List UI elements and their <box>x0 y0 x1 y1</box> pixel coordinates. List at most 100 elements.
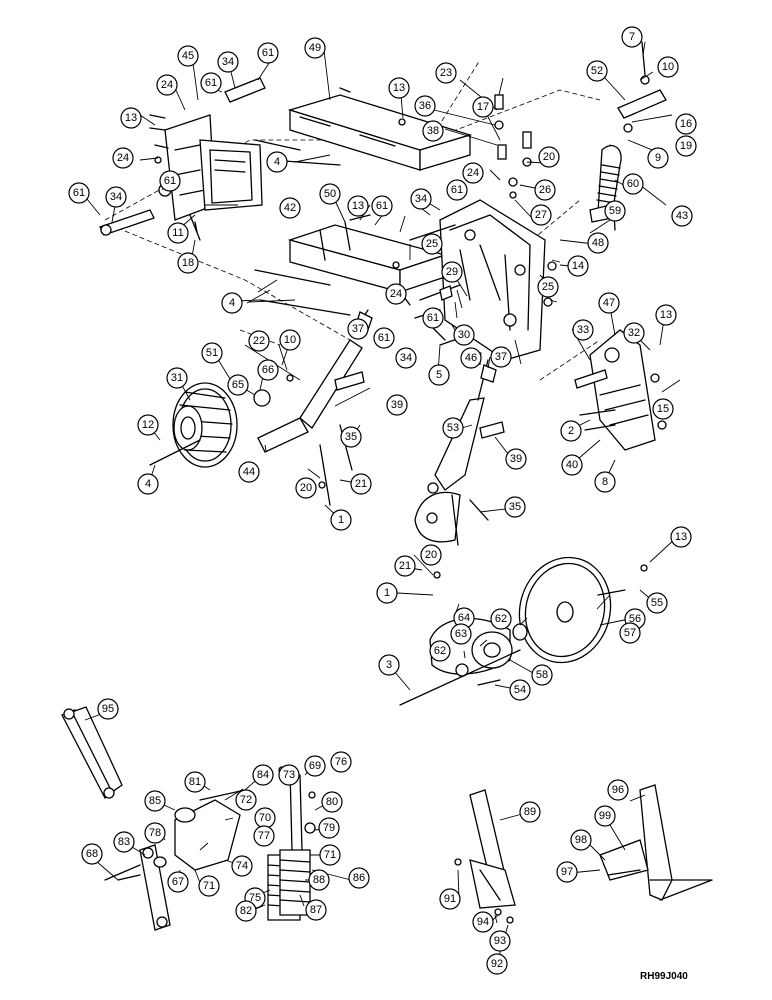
callout-circle <box>429 640 451 662</box>
callout-number: 72 <box>240 794 252 806</box>
callout-number: 84 <box>257 769 269 781</box>
callout-number: 16 <box>680 118 692 130</box>
callout-68: 68 <box>81 843 103 865</box>
callout-number: 37 <box>495 351 507 363</box>
callout-circle <box>278 764 300 786</box>
callout-number: 4 <box>229 297 235 309</box>
callout-circle <box>347 195 369 217</box>
callout-circle <box>621 26 643 48</box>
callout-93: 93 <box>489 930 511 952</box>
callout-circle <box>604 200 626 222</box>
callout-circle <box>460 347 482 369</box>
callout-circle <box>137 414 159 436</box>
callout-number: 19 <box>680 140 692 152</box>
callout-21: 21 <box>394 555 416 577</box>
callout-52: 52 <box>586 60 608 82</box>
hardware-stack-center <box>494 94 532 199</box>
callout-46: 46 <box>460 347 482 369</box>
callout-circle <box>378 654 400 676</box>
callout-number: 79 <box>323 822 335 834</box>
callout-number: 20 <box>425 549 437 561</box>
callout-14: 14 <box>567 255 589 277</box>
callout-63: 63 <box>450 623 472 645</box>
callout-number: 61 <box>451 184 463 196</box>
callout-circle <box>348 867 370 889</box>
callout-number: 61 <box>378 332 390 344</box>
callout-number: 83 <box>118 836 130 848</box>
callout-number: 61 <box>427 312 439 324</box>
callout-number: 13 <box>125 112 137 124</box>
callout-circle <box>534 179 556 201</box>
callout-circle <box>490 608 512 630</box>
callout-circle <box>486 953 508 975</box>
callout-number: 34 <box>415 193 427 205</box>
callout-circle <box>227 374 249 396</box>
callout-56: 56 <box>624 608 646 630</box>
callout-number: 45 <box>182 50 194 62</box>
callout-91: 91 <box>439 888 461 910</box>
callout-23: 23 <box>435 62 457 84</box>
callout-circle <box>68 182 90 204</box>
callout-94: 94 <box>472 911 494 933</box>
callout-66: 66 <box>257 359 279 381</box>
callout-87: 87 <box>305 899 327 921</box>
callout-circle <box>657 56 679 78</box>
callout-number: 29 <box>446 266 458 278</box>
callout-circle <box>472 911 494 933</box>
callout-62: 62 <box>429 640 451 662</box>
callout-circle <box>200 72 222 94</box>
callout-number: 32 <box>628 327 640 339</box>
callout-circle <box>490 346 512 368</box>
shank-89 <box>454 789 516 924</box>
callout-61: 61 <box>68 182 90 204</box>
callout-34: 34 <box>217 51 239 73</box>
callout-circle <box>252 764 274 786</box>
callout-number: 21 <box>355 478 367 490</box>
callout-circle <box>340 426 362 448</box>
callout-circle <box>504 496 526 518</box>
callout-number: 34 <box>110 191 122 203</box>
callout-10: 10 <box>279 329 301 351</box>
callout-circle <box>184 771 206 793</box>
callout-29: 29 <box>441 261 463 283</box>
callout-circle <box>235 900 257 922</box>
callout-circle <box>253 825 275 847</box>
callout-number: 55 <box>651 597 663 609</box>
callout-circle <box>450 623 472 645</box>
callout-circle <box>144 790 166 812</box>
callout-circle <box>217 51 239 73</box>
callout-circle <box>439 888 461 910</box>
callout-61: 61 <box>159 170 181 192</box>
callout-number: 20 <box>300 482 312 494</box>
callout-13: 13 <box>120 107 142 129</box>
callout-circle <box>414 95 436 117</box>
callout-circle <box>295 477 317 499</box>
callout-number: 63 <box>455 628 467 640</box>
callout-circle <box>561 454 583 476</box>
callout-82: 82 <box>235 900 257 922</box>
callout-number: 96 <box>612 784 624 796</box>
callout-number: 25 <box>426 238 438 250</box>
callout-53: 53 <box>442 417 464 439</box>
callout-48: 48 <box>587 232 609 254</box>
callout-number: 62 <box>495 613 507 625</box>
callout-number: 94 <box>477 916 489 928</box>
callout-number: 82 <box>240 905 252 917</box>
callout-84: 84 <box>252 764 274 786</box>
callout-60: 60 <box>622 173 644 195</box>
callout-number: 92 <box>491 958 503 970</box>
callout-95: 95 <box>97 698 119 720</box>
callout-number: 81 <box>189 776 201 788</box>
mounting-tube-50 <box>254 221 448 316</box>
callout-30: 30 <box>453 324 475 346</box>
callout-number: 37 <box>352 323 364 335</box>
callout-5: 5 <box>428 364 450 386</box>
callout-19: 19 <box>675 135 697 157</box>
callout-1: 1 <box>330 509 352 531</box>
callout-number: 7 <box>629 31 635 43</box>
callout-37: 37 <box>490 346 512 368</box>
callout-circle <box>472 96 494 118</box>
callout-77: 77 <box>253 825 275 847</box>
callout-61: 61 <box>200 72 222 94</box>
callout-number: 1 <box>338 514 344 526</box>
